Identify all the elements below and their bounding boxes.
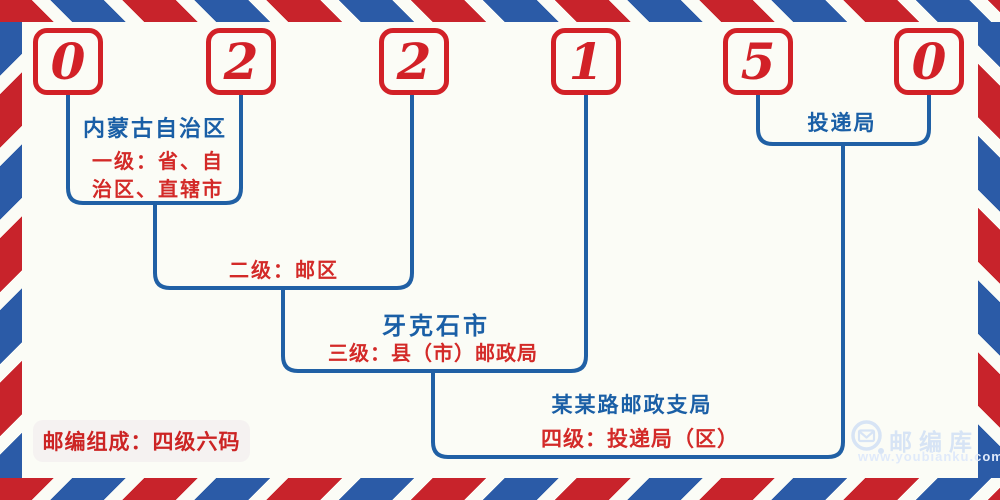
digit-box-4: 1 <box>551 28 621 95</box>
bracket-level4 <box>431 144 845 459</box>
digit-box-5: 5 <box>723 28 793 95</box>
composition-note-text: 邮编组成：四级六码 <box>42 431 241 454</box>
airmail-border-left <box>0 22 22 478</box>
postal-code-composition-note: 邮编组成：四级六码 <box>33 420 250 462</box>
level5-delivery-office-name: 投递局 <box>807 112 877 135</box>
digit-box-2: 2 <box>206 28 276 95</box>
level1-description-line2: 治区、直辖市 <box>92 179 224 201</box>
level3-description: 三级：县（市）邮政局 <box>328 343 538 365</box>
brand-name: 邮编库 <box>889 429 979 455</box>
airmail-border-bottom <box>0 478 1000 500</box>
level4-description: 四级：投递局（区） <box>541 428 739 451</box>
level1-description-line1: 一级：省、自 <box>92 151 224 173</box>
airmail-border-right <box>978 22 1000 478</box>
digit-1: 0 <box>50 31 86 91</box>
level4-branch-name: 某某路邮政支局 <box>551 394 713 417</box>
digit-box-6: 0 <box>894 28 964 95</box>
digit-6: 0 <box>911 31 947 91</box>
digit-box-3: 2 <box>379 28 449 95</box>
digit-4: 1 <box>568 31 604 91</box>
airmail-border-top <box>0 0 1000 22</box>
level2-description: 二级：邮区 <box>229 260 339 282</box>
digit-5: 5 <box>740 31 776 91</box>
envelope-circle-icon <box>851 420 884 454</box>
digit-2: 2 <box>223 31 259 91</box>
digit-3: 2 <box>396 31 432 91</box>
level1-region-name: 内蒙古自治区 <box>82 116 227 141</box>
bracket-level5 <box>756 95 931 146</box>
level3-city-name: 牙克石市 <box>382 313 490 340</box>
website-url-link[interactable]: www.youbianku.com <box>858 449 1000 464</box>
digit-box-1: 0 <box>33 28 103 95</box>
